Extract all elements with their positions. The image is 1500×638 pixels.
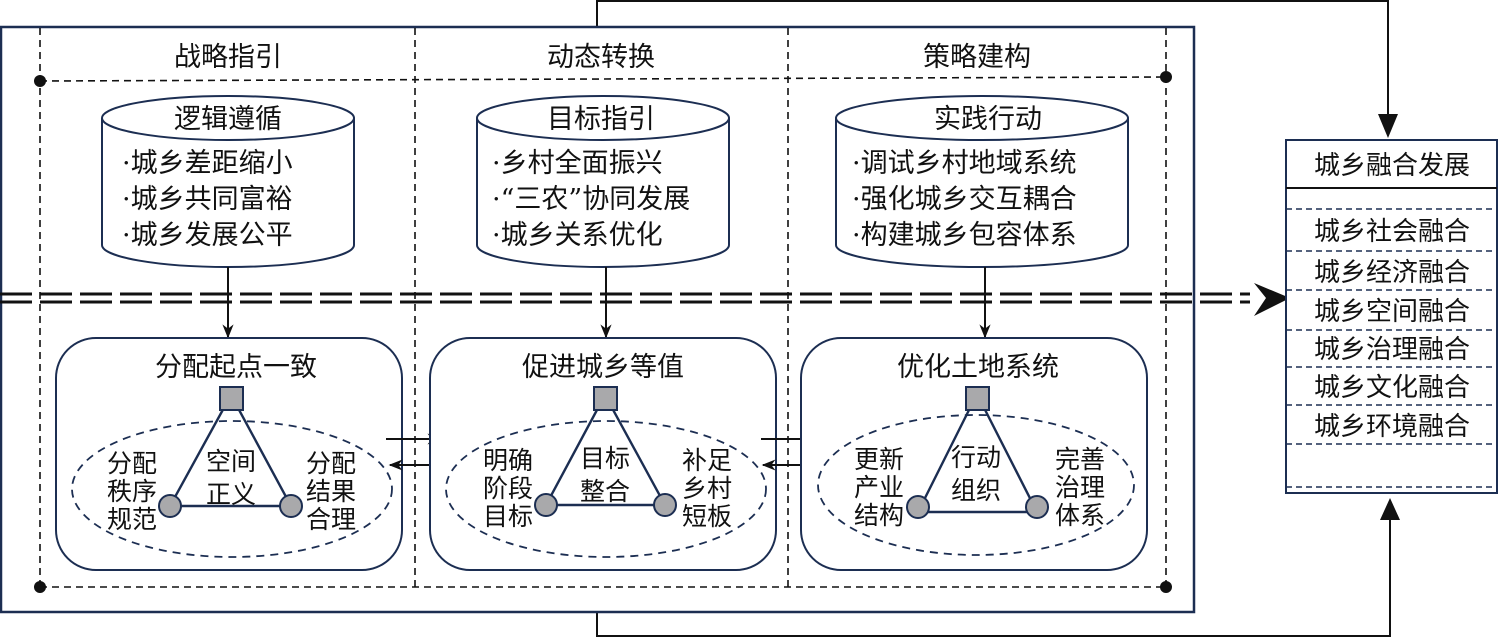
cylinder-action: 实践行动 ·调试乡村地域系统 ·强化城乡交互耦合 ·构建城乡包容体系 [835,95,1129,268]
output-title: 城乡融合发展 [1314,151,1470,181]
circle-node-icon [1025,495,1049,519]
box-title: 促进城乡等值 [522,352,684,383]
center-label: 行动 [951,443,1001,472]
center-label: 目标 [580,444,630,473]
output-item: 城乡文化融合 [1314,373,1470,403]
dot-icon [1160,71,1172,83]
left-label: 产业 [854,473,904,502]
square-node-icon [593,386,618,411]
center-label: 整合 [580,477,630,506]
right-label: 体系 [1055,501,1105,530]
left-label: 秩序 [107,477,157,506]
column-header-3: 策略建构 [923,42,1031,73]
output-item: 城乡社会融合 [1314,217,1470,247]
dot-icon [34,581,46,593]
right-label: 治理 [1055,473,1105,502]
square-node-icon [965,386,990,411]
cylinder-item: ·调试乡村地域系统 [852,148,1077,179]
cylinder-logic: 逻辑遵循 ·城乡差距缩小 ·城乡共同富裕 ·城乡发展公平 [101,95,355,268]
bottom-loop-line [596,505,1391,637]
box-equivalence: 促进城乡等值 明确 阶段 目标 目标 整合 补足 乡村 短板 [429,337,777,571]
column-header-2: 动态转换 [547,42,655,73]
right-label: 合理 [306,505,356,534]
cylinder-item: ·强化城乡交互耦合 [852,184,1077,215]
cylinder-item: ·城乡关系优化 [492,220,663,251]
circle-node-icon [653,493,677,517]
left-label: 分配 [107,449,157,478]
cylinder-item: ·乡村全面振兴 [492,148,663,179]
cylinder-goal: 目标指引 ·乡村全面振兴 ·“三农”协同发展 ·城乡关系优化 [476,95,730,268]
column-dividers [39,28,1167,588]
box-title: 分配起点一致 [155,352,317,383]
right-label: 分配 [306,449,356,478]
box-land-system: 优化土地系统 更新 产业 结构 行动 组织 完善 治理 体系 [800,337,1148,571]
left-label: 目标 [483,502,533,531]
corner-dots [34,71,1172,593]
center-label: 空间 [206,447,256,476]
cylinder-title: 逻辑遵循 [174,104,282,135]
cylinder-title: 实践行动 [934,104,1042,135]
dot-icon [1160,581,1172,593]
center-label: 组织 [951,476,1001,505]
cylinder-title: 目标指引 [547,104,655,135]
output-panel: 城乡融合发展 城乡社会融合 城乡经济融合 城乡空间融合 城乡治理融合 城乡文化融… [1285,139,1498,494]
right-label: 补足 [682,446,732,475]
right-label: 短板 [682,502,732,531]
left-label: 结构 [854,501,904,530]
center-label: 正义 [206,480,256,509]
column-header-1: 战略指引 [174,42,282,73]
circle-node-icon [534,493,558,517]
cylinder-item: ·城乡发展公平 [122,220,293,251]
right-label: 完善 [1055,445,1105,474]
output-item: 城乡环境融合 [1314,412,1470,442]
output-item: 城乡经济融合 [1314,258,1470,288]
box-title: 优化土地系统 [897,352,1059,383]
dot-icon [34,75,46,87]
left-label: 阶段 [483,474,533,503]
circle-node-icon [906,495,930,519]
arrow-up-icon [1380,498,1400,520]
box-distribution: 分配起点一致 分配 秩序 规范 空间 正义 分配 结果 合理 [55,337,403,571]
left-label: 更新 [854,445,904,474]
right-label: 乡村 [682,474,732,503]
right-label: 结果 [306,477,356,506]
main-flow-line [0,283,1290,316]
circle-node-icon [279,494,303,518]
inner-frame-lines [39,76,1167,588]
left-label: 规范 [107,505,157,534]
output-item: 城乡治理融合 [1314,335,1470,365]
flow-arrow-icon [1254,283,1290,316]
arrow-down-icon [1378,114,1398,138]
cylinder-item: ·“三农”协同发展 [492,184,690,215]
cylinder-item: ·构建城乡包容体系 [852,220,1077,251]
square-node-icon [219,386,244,411]
output-item: 城乡空间融合 [1314,297,1470,327]
cylinder-item: ·城乡差距缩小 [122,148,293,179]
cylinder-item: ·城乡共同富裕 [122,184,293,215]
circle-node-icon [158,494,182,518]
left-label: 明确 [483,446,533,475]
